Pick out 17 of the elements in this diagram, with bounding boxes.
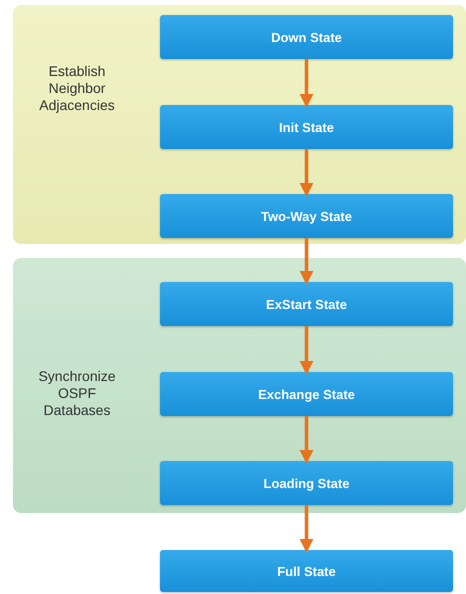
- state-box: Exchange State: [160, 372, 453, 416]
- arrow: [300, 238, 314, 285]
- state-box: Down State: [160, 15, 453, 59]
- state-box: ExStart State: [160, 282, 453, 326]
- state-box: Init State: [160, 105, 453, 149]
- arrow: [300, 149, 314, 197]
- state-box: Loading State: [160, 461, 453, 505]
- group-panel: [13, 5, 466, 244]
- arrow: [300, 416, 314, 464]
- arrow: [300, 505, 314, 553]
- arrow: [300, 59, 314, 108]
- arrow: [300, 326, 314, 375]
- group-panel: [13, 258, 466, 513]
- group-label: Synchronize OSPF Databases: [37, 368, 117, 419]
- state-box: Full State: [160, 550, 453, 592]
- state-box: Two-Way State: [160, 194, 453, 238]
- group-label: Establish Neighbor Adjacencies: [38, 63, 116, 114]
